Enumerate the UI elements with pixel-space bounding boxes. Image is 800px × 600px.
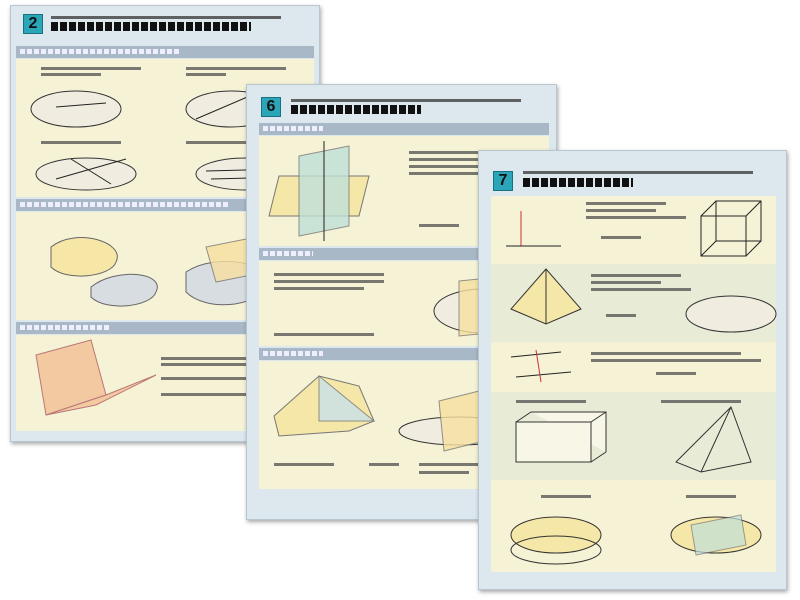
section-bar bbox=[259, 123, 549, 135]
content-panel bbox=[491, 196, 776, 264]
content-panel bbox=[491, 480, 776, 572]
poster-subtitle bbox=[51, 16, 281, 19]
dihedral-angle-diagram bbox=[35, 339, 157, 416]
prism-diagram bbox=[515, 406, 752, 473]
section-bar bbox=[16, 322, 314, 334]
poster-number-badge: 6 bbox=[261, 97, 281, 117]
poster-title bbox=[523, 178, 633, 187]
section-bar bbox=[259, 348, 549, 360]
poster-number-badge: 2 bbox=[23, 14, 43, 34]
section-bar bbox=[259, 248, 549, 260]
poster-7: 7 bbox=[478, 150, 787, 590]
perpendicular-planes-diagram bbox=[268, 141, 370, 241]
section-bar bbox=[16, 46, 314, 58]
poster-number-badge: 7 bbox=[493, 171, 513, 191]
content-panel bbox=[491, 342, 776, 392]
cone-sections-diagram bbox=[510, 514, 762, 565]
content-panel bbox=[491, 392, 776, 480]
content-panel bbox=[491, 264, 777, 342]
poster-title bbox=[291, 105, 421, 114]
skew-lines-diagram bbox=[510, 349, 572, 383]
poster-title bbox=[51, 22, 251, 31]
poster-subtitle bbox=[291, 99, 521, 102]
point-to-line-distance-diagram bbox=[506, 200, 762, 257]
section-bar bbox=[16, 199, 314, 211]
poster-subtitle bbox=[523, 171, 753, 174]
pyramid-diagram bbox=[510, 268, 777, 333]
